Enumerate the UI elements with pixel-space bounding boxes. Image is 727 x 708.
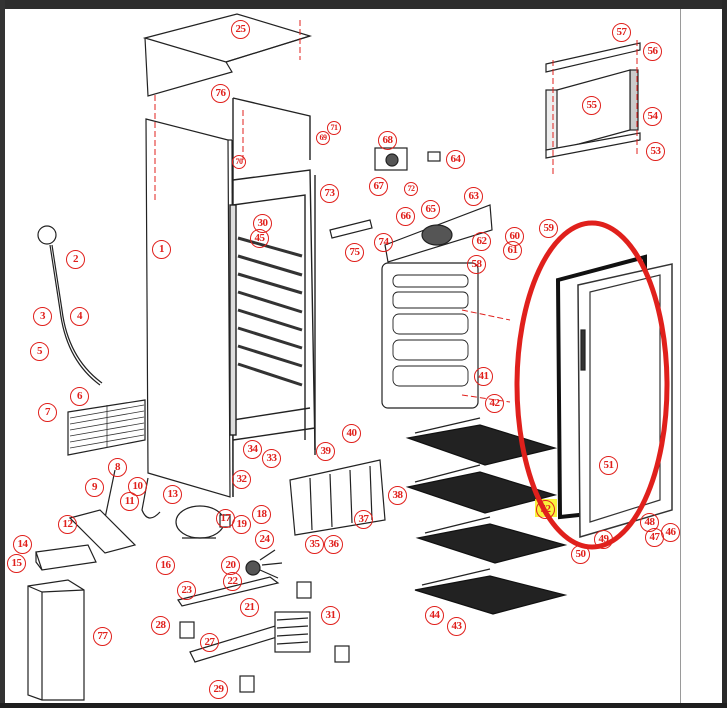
part-callout-6: 6 — [70, 387, 89, 406]
part-callout-72: 72 — [404, 182, 418, 196]
evaporator-cover-part — [384, 204, 493, 263]
part-callout-23: 23 — [177, 581, 196, 600]
window-left-border — [0, 0, 5, 708]
part-callout-12: 12 — [58, 515, 77, 534]
part-callout-22: 22 — [223, 572, 242, 591]
part-callout-53: 53 — [646, 142, 665, 161]
part-callout-3: 3 — [33, 307, 52, 326]
part-callout-67: 67 — [369, 177, 388, 196]
part-callout-18: 18 — [252, 505, 271, 524]
part-callout-64: 64 — [446, 150, 465, 169]
drain-tube-part — [104, 469, 161, 519]
window-right-border — [722, 0, 727, 708]
part-callout-5: 5 — [30, 342, 49, 361]
part-callout-38: 38 — [388, 486, 407, 505]
part-callout-15: 15 — [7, 554, 26, 573]
part-callout-27: 27 — [200, 633, 219, 652]
part-callout-40: 40 — [342, 424, 361, 443]
part-callout-16: 16 — [156, 556, 175, 575]
part-callout-52: 52 — [536, 500, 555, 519]
part-callout-49: 49 — [594, 530, 613, 549]
part-callout-45: 45 — [250, 229, 269, 248]
part-callout-2: 2 — [66, 250, 85, 269]
page-edge-line — [680, 9, 681, 703]
part-callout-13: 13 — [163, 485, 182, 504]
part-callout-76: 76 — [211, 84, 230, 103]
part-callout-39: 39 — [316, 442, 335, 461]
part-callout-21: 21 — [240, 598, 259, 617]
annotation-ellipse — [514, 220, 670, 550]
part-callout-25: 25 — [231, 20, 250, 39]
part-callout-37: 37 — [354, 510, 373, 529]
power-cord-part — [37, 225, 103, 386]
caster-part — [179, 581, 350, 693]
part-callout-8: 8 — [108, 458, 127, 477]
part-callout-70: 70 — [232, 155, 246, 169]
part-callout-73: 73 — [320, 184, 339, 203]
part-callout-75: 75 — [345, 243, 364, 262]
part-callout-71: 71 — [327, 121, 341, 135]
window-bottom-border — [0, 703, 727, 708]
top-cover-part — [142, 13, 313, 97]
part-callout-61: 61 — [503, 241, 522, 260]
part-callout-77: 77 — [93, 627, 112, 646]
part-callout-33: 33 — [262, 449, 281, 468]
part-callout-28: 28 — [151, 616, 170, 635]
condenser-grille-part — [67, 399, 146, 456]
evaporator-plate-part — [381, 262, 479, 409]
part-callout-48: 48 — [640, 513, 659, 532]
part-callout-4: 4 — [70, 307, 89, 326]
part-callout-14: 14 — [13, 535, 32, 554]
part-callout-42: 42 — [485, 394, 504, 413]
light-bar-part — [329, 219, 373, 239]
part-callout-24: 24 — [255, 530, 274, 549]
part-callout-63: 63 — [464, 187, 483, 206]
part-callout-32: 32 — [232, 470, 251, 489]
part-callout-58: 58 — [467, 255, 486, 274]
shelf-rails-part — [237, 236, 303, 387]
part-callout-11: 11 — [120, 492, 139, 511]
part-callout-56: 56 — [643, 42, 662, 61]
shelf-rail-part — [414, 417, 491, 586]
part-callout-35: 35 — [305, 535, 324, 554]
part-callout-57: 57 — [612, 23, 631, 42]
part-callout-9: 9 — [85, 478, 104, 497]
wire-shelf-part — [405, 424, 568, 615]
part-callout-51: 51 — [599, 456, 618, 475]
water-tray-part — [35, 544, 97, 571]
part-callout-74: 74 — [374, 233, 393, 252]
header-panel-part — [545, 42, 641, 159]
part-callout-36: 36 — [324, 535, 343, 554]
part-callout-54: 54 — [643, 107, 662, 126]
part-callout-29: 29 — [209, 680, 228, 699]
part-callout-69: 69 — [316, 131, 330, 145]
packaging-box-part — [27, 579, 85, 701]
part-callout-34: 34 — [243, 440, 262, 459]
part-callout-43: 43 — [447, 617, 466, 636]
part-callout-59: 59 — [539, 219, 558, 238]
part-callout-7: 7 — [38, 403, 57, 422]
sensor-part — [427, 151, 441, 162]
part-callout-44: 44 — [425, 606, 444, 625]
part-callout-62: 62 — [472, 232, 491, 251]
part-callout-66: 66 — [396, 207, 415, 226]
condenser-fan-part — [245, 549, 283, 579]
part-callout-50: 50 — [571, 545, 590, 564]
part-callout-19: 19 — [232, 515, 251, 534]
part-callout-55: 55 — [582, 96, 601, 115]
side-panel-part — [145, 118, 234, 498]
drain-bracket-part — [68, 509, 137, 554]
part-callout-65: 65 — [421, 200, 440, 219]
condenser-coil-part — [274, 611, 311, 653]
part-callout-1: 1 — [152, 240, 171, 259]
evaporator-fan-part — [374, 147, 408, 171]
part-callout-41: 41 — [474, 367, 493, 386]
part-callout-31: 31 — [321, 606, 340, 625]
part-callout-68: 68 — [378, 131, 397, 150]
